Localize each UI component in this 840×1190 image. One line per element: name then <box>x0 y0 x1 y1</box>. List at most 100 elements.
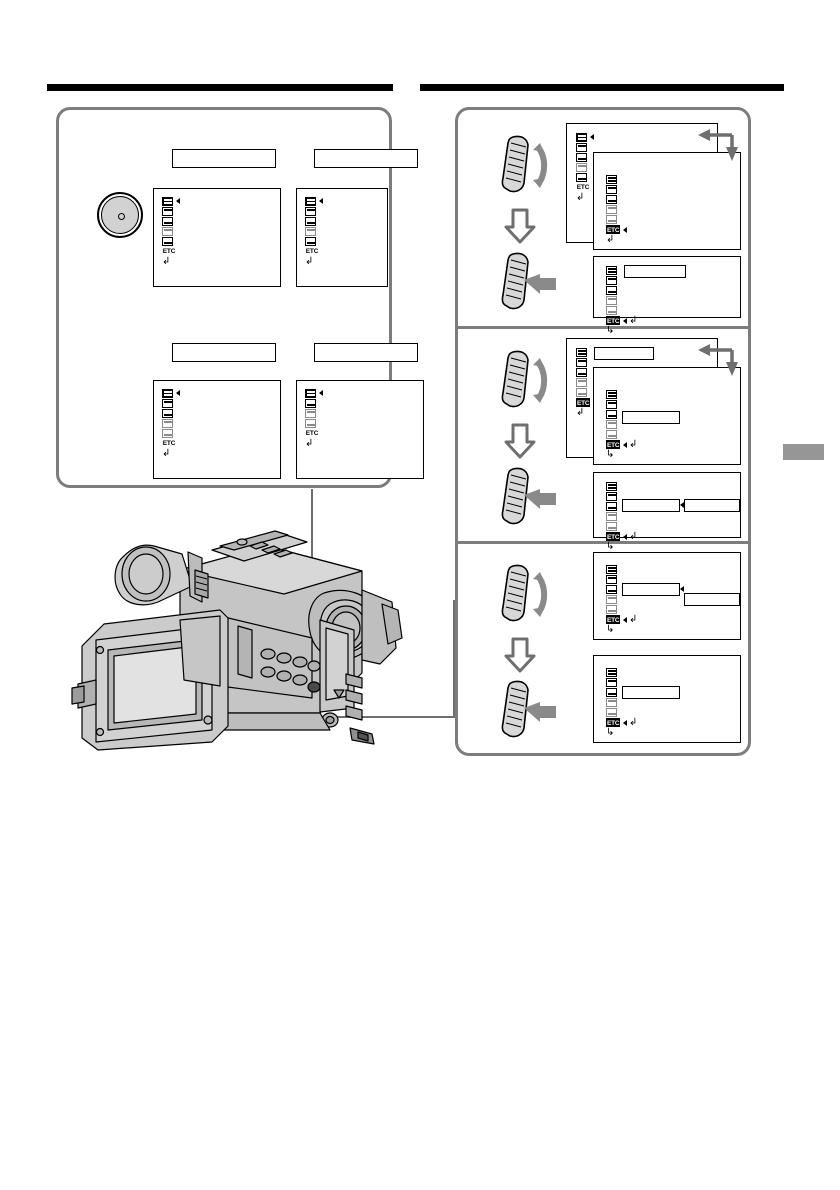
rotate-dial-illustration-step3[interactable] <box>500 562 556 624</box>
menu-icon-etc[interactable]: ETC <box>305 430 319 437</box>
menu-icon-return[interactable]: ↳ <box>606 624 615 635</box>
menu-icon-camera[interactable] <box>305 197 323 206</box>
menu-icon-tape[interactable] <box>162 227 173 236</box>
menu-icon-memory[interactable] <box>305 207 316 216</box>
menu-icon-return[interactable]: ↲ <box>162 256 171 267</box>
menu-icon-tape[interactable] <box>606 595 617 604</box>
menu-icon-vcr[interactable] <box>162 409 173 418</box>
menu-icon-vcr[interactable] <box>606 688 617 697</box>
menu-icon-tape[interactable] <box>606 420 617 429</box>
menu-icon-etc[interactable]: ETC <box>162 440 176 447</box>
menu-icon-tape[interactable] <box>576 163 587 172</box>
select-dial[interactable] <box>97 192 143 238</box>
menu-icon-camera[interactable] <box>606 175 617 184</box>
menu-icon-etc[interactable]: ETC↲ <box>606 717 638 728</box>
press-dial-illustration-step3[interactable] <box>500 678 562 740</box>
menu-icon-setup[interactable] <box>162 237 173 246</box>
rotate-dial-illustration-step1[interactable] <box>500 133 556 195</box>
menu-icon-camera[interactable] <box>606 390 617 399</box>
menu-icon-setup[interactable] <box>606 522 617 531</box>
menu-icon-memory[interactable] <box>162 399 173 408</box>
menu-icon-tape[interactable] <box>305 409 316 418</box>
menu-icon-vcr[interactable] <box>606 585 617 594</box>
step3-screen-a-option[interactable] <box>684 593 740 606</box>
menu-icon-return[interactable]: ↳ <box>606 727 615 738</box>
menu-icon-memory[interactable] <box>162 207 173 216</box>
step3-screen-b-value[interactable] <box>622 686 680 699</box>
menu-icon-vcr[interactable] <box>606 410 617 419</box>
step-divider-1 <box>458 326 748 329</box>
menu-icon-setup[interactable] <box>606 605 617 614</box>
menu-icon-memory[interactable] <box>606 678 617 687</box>
menu-icon-setup[interactable] <box>606 430 617 439</box>
menu-icon-camera[interactable] <box>162 197 180 206</box>
step2-screen-c-option[interactable] <box>684 499 740 512</box>
menu-icon-vcr[interactable] <box>305 217 316 226</box>
menu-icon-etc[interactable]: ETC↲ <box>606 439 638 450</box>
step2-screen-a-value[interactable] <box>594 347 654 360</box>
menu-icon-tape[interactable] <box>606 512 617 521</box>
menu-icon-vcr[interactable] <box>576 368 587 377</box>
menu-icon-memory[interactable] <box>606 492 617 501</box>
menu-icon-camera[interactable] <box>606 266 617 275</box>
step2-screen-c-value[interactable] <box>622 499 680 512</box>
menu-icon-camera[interactable] <box>576 133 594 142</box>
menu-icon-memory[interactable] <box>576 358 587 367</box>
menu-icon-memory[interactable] <box>606 185 617 194</box>
menu-icon-tape[interactable] <box>576 378 587 387</box>
menu-icon-setup[interactable] <box>305 419 316 428</box>
menu-icon-etc[interactable]: ETC <box>305 248 319 255</box>
rotate-dial-illustration-step2[interactable] <box>500 348 556 410</box>
menu-icon-camera[interactable] <box>576 348 587 357</box>
menu-icon-return[interactable]: ↲ <box>305 256 314 267</box>
menu-icon-return[interactable]: ↲ <box>576 407 585 418</box>
menu-icon-camera[interactable] <box>162 389 180 398</box>
menu-icon-setup[interactable] <box>606 215 617 224</box>
menu-icon-return[interactable]: ↳ <box>606 541 615 552</box>
menu-icon-etc[interactable]: ETC <box>576 398 598 407</box>
menu-icon-etc[interactable]: ETC↲ <box>606 614 638 625</box>
menu-icon-memory[interactable] <box>606 276 617 285</box>
menu-icon-memory[interactable] <box>606 400 617 409</box>
menu-icon-return[interactable]: ↲ <box>305 438 314 449</box>
menu-icon-vcr[interactable] <box>606 502 617 511</box>
menu-icon-camera[interactable] <box>606 482 617 491</box>
menu-icon-setup[interactable] <box>606 306 617 315</box>
menu-icon-return[interactable]: ↲ <box>576 192 585 203</box>
menu-icon-setup[interactable] <box>576 173 587 182</box>
menu-icon-vcr[interactable] <box>305 399 316 408</box>
menu-icon-tape[interactable] <box>606 205 617 214</box>
menu-icon-setup[interactable] <box>162 429 173 438</box>
menu-icon-memory[interactable] <box>606 575 617 584</box>
menu-icon-setup[interactable] <box>576 388 587 397</box>
menu-icon-etc[interactable]: ETC <box>576 184 590 191</box>
menu-icon-vcr[interactable] <box>606 195 617 204</box>
menu-icon-camera[interactable] <box>606 668 617 677</box>
menu-icon-memory[interactable] <box>305 389 323 398</box>
menu-screen-2: ETC ↲ <box>296 188 388 287</box>
menu-icon-etc[interactable]: ETC↲ <box>606 315 638 326</box>
step2-screen-b-value[interactable] <box>622 411 680 424</box>
step3-screen-a-value[interactable] <box>622 583 680 596</box>
menu-icon-vcr[interactable] <box>576 153 587 162</box>
menu-icon-return[interactable]: ↲ <box>162 448 171 459</box>
menu-icon-camera[interactable] <box>606 565 617 574</box>
menu-icon-tape[interactable] <box>606 296 617 305</box>
step1-selected-value[interactable] <box>624 265 686 278</box>
menu-icon-return[interactable]: ↲ <box>606 234 615 245</box>
menu-icon-etc[interactable]: ETC↲ <box>606 531 638 542</box>
menu-icon-tape[interactable] <box>606 698 617 707</box>
menu-icon-return[interactable]: ↳ <box>606 325 615 336</box>
menu-icon-etc[interactable]: ETC <box>606 225 627 234</box>
menu-icon-return[interactable]: ↳ <box>606 449 615 460</box>
menu-icon-tape[interactable] <box>162 419 173 428</box>
menu-icon-setup[interactable] <box>606 708 617 717</box>
menu-icon-tape[interactable] <box>305 227 316 236</box>
menu-icon-vcr[interactable] <box>606 286 617 295</box>
menu-icon-etc[interactable]: ETC <box>162 248 176 255</box>
press-dial-illustration-step1[interactable] <box>500 250 562 312</box>
menu-icon-vcr[interactable] <box>162 217 173 226</box>
menu-icon-memory[interactable] <box>576 143 587 152</box>
menu-icon-setup[interactable] <box>305 237 316 246</box>
press-dial-illustration-step2[interactable] <box>500 465 562 527</box>
